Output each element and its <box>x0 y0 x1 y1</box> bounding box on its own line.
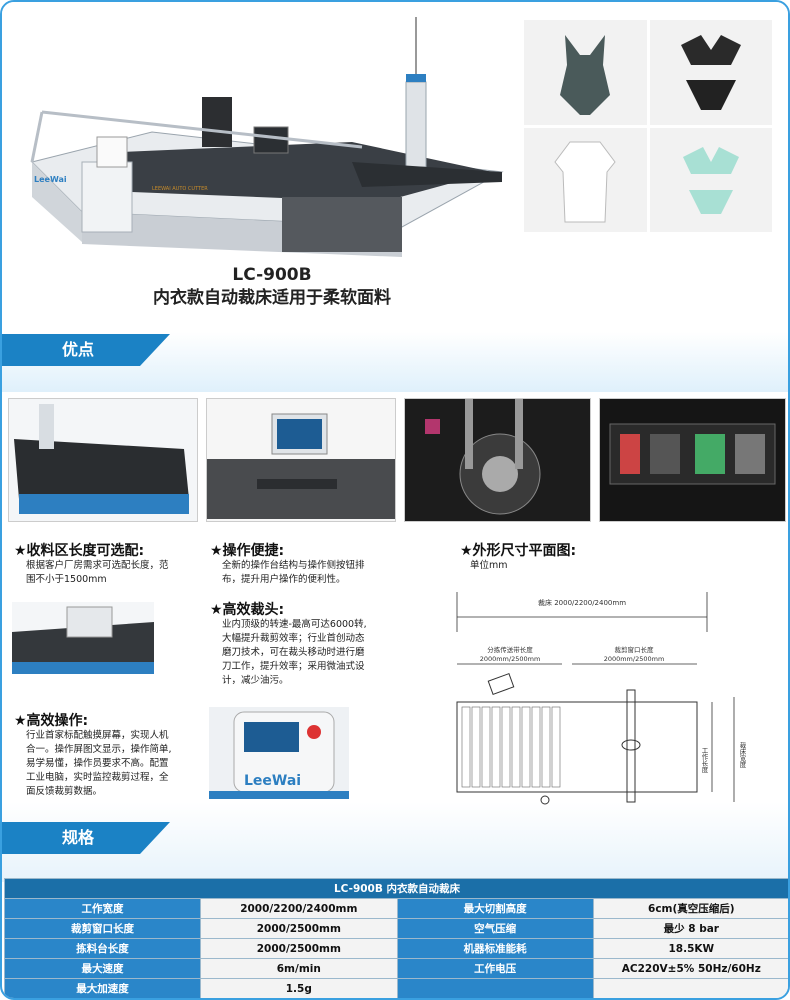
dimension-drawing: 裁床 2000/2200/2400mm 分拣传送带长度 2000mm/2500m… <box>456 592 746 805</box>
spec-label: 工作宽度 <box>3 898 202 919</box>
spec-label: 裁剪窗口长度 <box>3 918 202 939</box>
product-title: LC-900B 内衣款自动裁床适用于柔软面料 <box>122 264 422 310</box>
product-model: LC-900B <box>232 265 312 285</box>
feature-body-convenience: 全新的操作台结构与操作侧按钮排 布，提升用户操作的便利性。 <box>222 560 365 585</box>
dim-window-label: 裁剪窗口长度 <box>615 645 655 654</box>
sample-bodysuit <box>524 20 647 125</box>
spec-value: AC220V±5% 50Hz/60Hz <box>592 958 788 979</box>
feature-title-cutting-head: ★高效裁头: <box>210 602 285 618</box>
photo-operation-console <box>206 398 396 522</box>
spec-value: 最少 8 bar <box>592 918 788 939</box>
spec-value: 6cm(真空压缩后) <box>592 898 788 919</box>
dim-sort-label: 分拣传送带长度 <box>487 645 533 654</box>
product-subtitle: 内衣款自动裁床适用于柔软面料 <box>153 288 391 308</box>
sample-mint-set <box>649 127 772 232</box>
spec-table: LC-900B 内衣款自动裁床 工作宽度 2000/2200/2400mm 最大… <box>3 878 788 998</box>
sample-shirt <box>524 127 647 232</box>
spec-label: 工作电压 <box>396 958 594 979</box>
photo-cutting-head <box>404 398 591 522</box>
sorting-belt-slats <box>461 706 561 788</box>
spec-value: 18.5KW <box>592 938 788 959</box>
dim-bed-width: 裁床宽度 <box>738 741 746 770</box>
spec-label: 空气压缩 <box>396 918 594 939</box>
spec-label: 最大加速度 <box>3 978 202 998</box>
spec-label: 拣料台长度 <box>3 938 202 959</box>
dim-sort-value: 2000mm/2500mm <box>480 655 541 663</box>
spec-label: 机器标准能耗 <box>396 938 594 959</box>
feature-title-convenience: ★操作便捷: <box>210 543 285 559</box>
dim-bed-label: 裁床 2000/2200/2400mm <box>538 598 626 607</box>
sample-lace-set <box>649 20 772 125</box>
section-tab-advantages: 优点 <box>2 334 170 366</box>
section-tab-specs: 规格 <box>2 822 170 854</box>
feature-body-collection: 根据客户厂房需求可选配长度，范 围不小于1500mm <box>26 560 169 585</box>
feature-title-collection: ★收料区长度可选配: <box>14 543 145 559</box>
feature-body-operation: 行业首家标配触摸屏幕，实现人机 合一。操作屏图文显示，操作简单, 易学易懂，操作… <box>26 730 172 797</box>
machine-illustration: LeeWai LEEWAI AUTO CUTTER <box>30 17 504 257</box>
table-row: 工作宽度 2000/2200/2400mm 最大切割高度 6cm(真空压缩后) <box>3 898 788 919</box>
spec-label <box>396 978 594 998</box>
touchscreen-brand-logo: LeeWai <box>244 773 301 789</box>
spec-value <box>592 978 788 998</box>
feature-title-operation: ★高效操作: <box>14 713 89 729</box>
photo-electrical-cabinet <box>599 398 786 522</box>
feature-title-dimensions: ★外形尺寸平面图: <box>460 543 577 559</box>
feature-body-cutting-head: 业内顶级的转速-最高可达6000转, 大幅提升裁剪效率；行业首创动态 磨刀技术，… <box>222 619 367 686</box>
spec-label: 最大速度 <box>3 958 202 979</box>
machine-label: LEEWAI AUTO CUTTER <box>152 186 208 192</box>
spec-label: 最大切割高度 <box>396 898 594 919</box>
photo-feeding-table <box>12 602 154 674</box>
dim-work-width: 工作长度 <box>700 747 708 774</box>
spec-value: 6m/min <box>200 958 398 979</box>
spec-table-header: LC-900B 内衣款自动裁床 <box>4 878 788 899</box>
spec-value: 1.5g <box>200 978 398 998</box>
spec-table-header-row: LC-900B 内衣款自动裁床 <box>4 878 788 899</box>
spec-value: 2000/2500mm <box>200 938 398 959</box>
spec-value: 2000/2500mm <box>200 918 398 939</box>
spec-value: 2000/2200/2400mm <box>200 898 398 919</box>
product-samples-grid <box>524 20 772 232</box>
feature-body-dimensions: 单位mm <box>470 560 508 571</box>
photo-collection-area <box>8 398 198 522</box>
table-row: 最大加速度 1.5g <box>3 978 788 998</box>
photo-touchscreen: LeeWai <box>209 707 349 799</box>
machine-brand-logo: LeeWai <box>34 175 67 184</box>
table-row: 拣料台长度 2000/2500mm 机器标准能耗 18.5KW <box>3 938 788 959</box>
table-row: 裁剪窗口长度 2000/2500mm 空气压缩 最少 8 bar <box>3 918 788 939</box>
table-row: 最大速度 6m/min 工作电压 AC220V±5% 50Hz/60Hz <box>3 958 788 979</box>
dim-window-value: 2000mm/2500mm <box>604 655 665 663</box>
